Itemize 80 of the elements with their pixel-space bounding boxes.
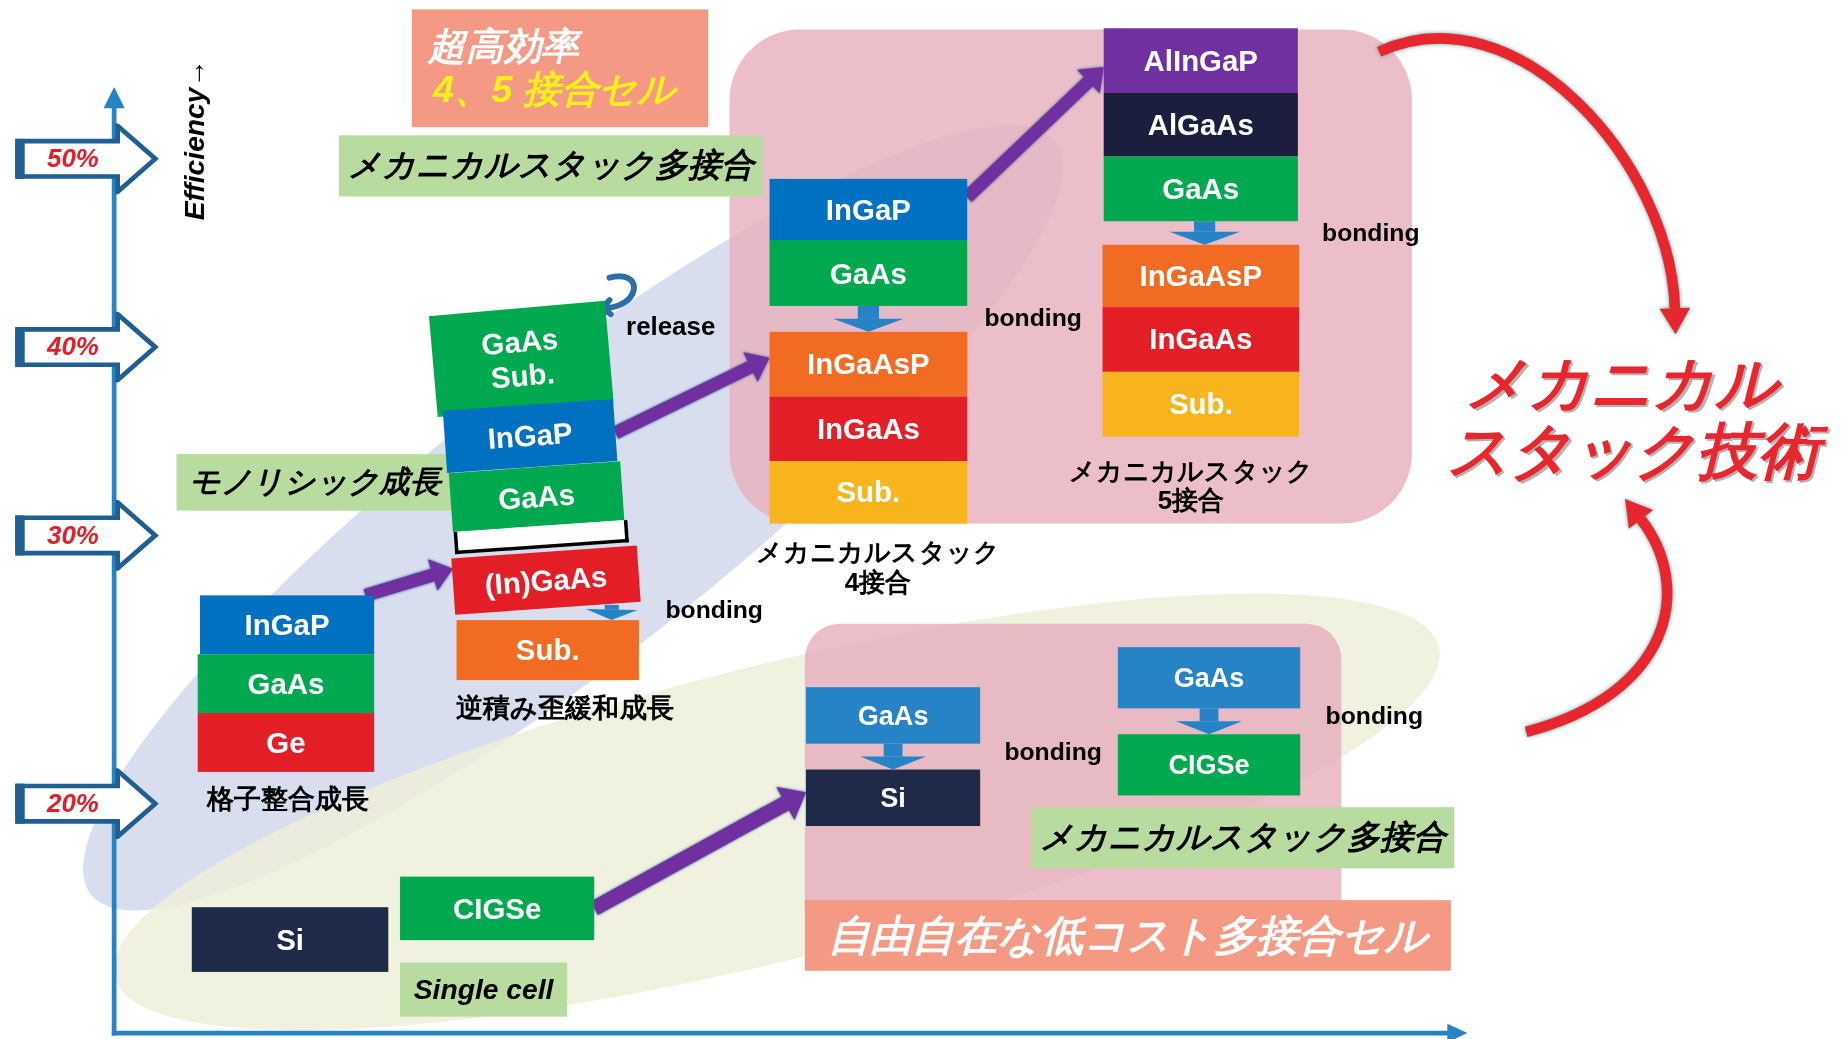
material-layer bbox=[769, 461, 968, 524]
process-label: bonding bbox=[664, 595, 764, 624]
category-box bbox=[400, 962, 568, 1017]
category-text: Single cell bbox=[413, 973, 554, 1006]
stack-caption: メカニカルスタック5接合 bbox=[1068, 456, 1314, 517]
material-layer bbox=[1103, 156, 1298, 222]
layer-label: InGaP bbox=[244, 607, 330, 642]
layer-label: GaAs Sub. bbox=[479, 321, 561, 397]
material-layer bbox=[1103, 28, 1298, 93]
material-layer bbox=[200, 595, 375, 655]
material-layer bbox=[769, 240, 968, 306]
layer-label: GaAs bbox=[497, 477, 577, 517]
category-box bbox=[176, 454, 453, 511]
layer-label: Ge bbox=[266, 725, 306, 760]
stack-caption: メカニカルスタック4接合 bbox=[755, 537, 1001, 598]
category-box bbox=[1030, 807, 1455, 869]
progress-arrow bbox=[612, 352, 770, 439]
material-layer bbox=[1102, 307, 1300, 372]
layer-label: Sub. bbox=[515, 633, 580, 667]
material-layer bbox=[1102, 371, 1300, 437]
layer-label: Si bbox=[276, 922, 304, 957]
material-layer bbox=[191, 907, 389, 972]
percentage-label: 20% bbox=[47, 788, 99, 819]
layer-label: GaAs bbox=[857, 699, 929, 731]
layer-label: InGaAsP bbox=[1139, 259, 1263, 293]
process-label: bonding bbox=[983, 303, 1083, 332]
layer-label: InGaP bbox=[825, 192, 911, 227]
curved-arrow bbox=[1377, 33, 1691, 335]
layer-label: Sub. bbox=[1168, 387, 1233, 422]
layer-label: GaAs bbox=[1162, 171, 1240, 206]
heading-text: メカニカルスタック技術 bbox=[1447, 348, 1827, 486]
stack-caption: 逆積み歪緩和成長 bbox=[454, 691, 675, 723]
material-layer bbox=[806, 687, 981, 744]
category-box bbox=[338, 135, 763, 197]
layer-label: InGaAs bbox=[816, 412, 920, 446]
process-label: bonding bbox=[1003, 737, 1103, 767]
layer-label: GaAs bbox=[829, 256, 907, 290]
percentage-label: 50% bbox=[47, 143, 99, 174]
material-layer bbox=[806, 769, 981, 826]
stack-caption: 格子整合成長 bbox=[205, 783, 371, 815]
progress-arrow bbox=[363, 559, 453, 602]
material-layer bbox=[1102, 244, 1300, 308]
process-label: bonding bbox=[1324, 701, 1425, 730]
layer-label: GaAs bbox=[247, 666, 325, 701]
bonding-arrow bbox=[585, 604, 638, 621]
axis-title: Efficiency→ bbox=[177, 58, 211, 223]
process-label: release bbox=[625, 311, 717, 342]
bonding-arrow bbox=[1169, 221, 1240, 245]
material-layer bbox=[769, 331, 968, 397]
percentage-label: 40% bbox=[47, 332, 99, 362]
category-text: モノリシック成長 bbox=[188, 464, 441, 500]
material-layer bbox=[197, 654, 375, 714]
layer-label: AlGaAs bbox=[1147, 107, 1254, 142]
heading-box bbox=[804, 900, 1451, 971]
layer-label: CIGSe bbox=[1168, 749, 1250, 781]
layer-label: Si bbox=[880, 782, 906, 814]
material-layer bbox=[769, 396, 968, 462]
bonding-arrow bbox=[1176, 708, 1242, 735]
layer-label: InGaAs bbox=[1149, 322, 1253, 357]
material-layer bbox=[456, 620, 639, 681]
process-label: bonding bbox=[1321, 218, 1421, 248]
layer-label: (In)GaAs bbox=[483, 558, 609, 602]
curved-arrow bbox=[1524, 497, 1673, 737]
layer-label: InGaP bbox=[486, 416, 574, 456]
layer-label: GaAs bbox=[1173, 662, 1245, 694]
bonding-arrow bbox=[833, 305, 904, 332]
percentage-label: 30% bbox=[47, 520, 99, 551]
material-layer bbox=[1117, 647, 1301, 709]
layer-label: Sub. bbox=[836, 475, 901, 510]
heading-text: 4、5 接合セル bbox=[433, 68, 676, 112]
layer-label: CIGSe bbox=[453, 891, 542, 926]
material-layer bbox=[1103, 92, 1298, 157]
material-layer bbox=[197, 713, 375, 772]
material-layer bbox=[1117, 734, 1301, 796]
material-layer bbox=[769, 178, 968, 241]
layer-label: InGaAsP bbox=[807, 347, 930, 382]
layer-label: AlInGaP bbox=[1143, 43, 1258, 78]
bonding-arrow bbox=[860, 743, 927, 770]
heading-box bbox=[411, 9, 709, 128]
material-layer bbox=[400, 876, 595, 941]
